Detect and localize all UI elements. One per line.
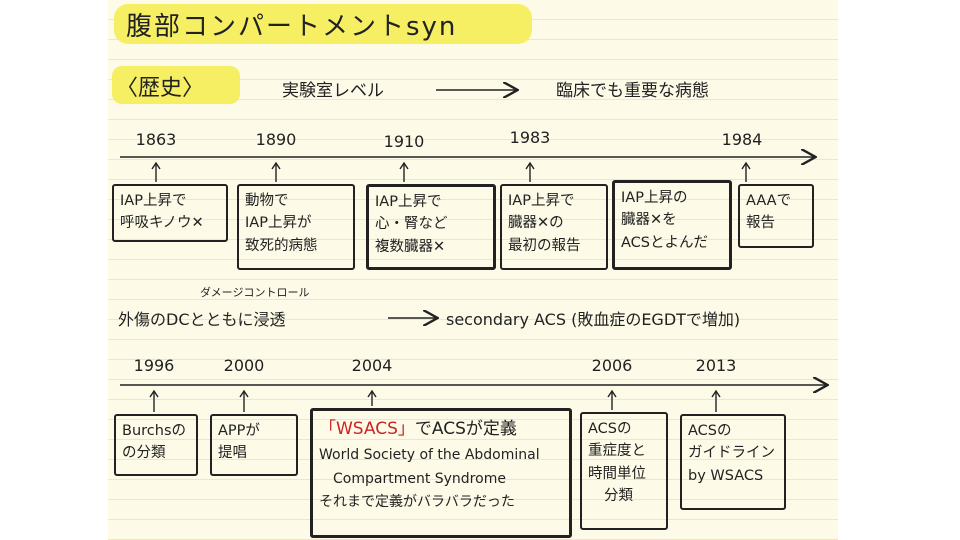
connector-arrowhead [741,161,751,170]
event-box-acs-naming: IAP上昇の 臓器✕を ACSとよんだ [612,180,732,270]
event-line: Compartment Syndrome [333,470,506,487]
page-title: 腹部コンパートメントsyn [126,12,458,42]
event-line: 呼吸キノウ✕ [120,215,204,232]
event-line: 分類 [604,488,633,505]
history-tag: 〈歴史〉 [116,76,205,101]
year-label: 2006 [591,356,633,375]
event-box-1910: IAP上昇で 心・腎など 複数臓器✕ [366,184,496,270]
event-line: 心・腎など [375,216,448,233]
event-box-2013: ACSの ガイドライン by WSACS [680,414,786,510]
event-line: IAP上昇の [621,190,688,206]
connector-arrowhead [607,389,617,398]
connector-arrowhead [149,389,159,398]
event-line: APPが [218,423,260,439]
event-line: 複数臓器✕ [375,238,446,255]
event-line: by WSACS [688,467,764,484]
event-line: ACSとよんだ [621,234,708,251]
event-line: の分類 [122,445,166,462]
event-line: IAP上昇で [508,193,575,209]
connector-arrowhead [271,161,281,170]
connector-arrowhead [151,161,161,170]
event-line: 最初の報告 [508,237,581,254]
year-label: 1890 [255,130,297,149]
event-line: 時間単位 [588,465,646,482]
wsacs-highlight: 「WSACS」 [319,419,415,439]
year-label: 2013 [695,356,737,375]
event-line-rest: でACSが定義 [414,419,517,439]
year-label: 1983 [509,128,551,147]
event-box-2000: APPが 提唱 [210,414,298,476]
year-label: 1996 [133,356,175,375]
flow-right-label: 臨床でも重要な病態 [556,81,709,101]
event-box-1996: Burchsの の分類 [114,414,198,476]
event-line: それまで定義がバラバラだった [319,494,515,511]
event-line: IAP上昇で [120,193,187,209]
event-line: 重症度と [588,443,646,460]
event-line: 臓器✕を [621,212,677,229]
year-label: 2000 [223,356,265,375]
middle-right-text: secondary ACS (敗血症のEGDTで増加) [446,310,741,329]
event-line: 動物で [245,193,289,209]
connector-arrowhead [239,389,249,398]
connector-arrowhead [525,161,535,170]
event-line: World Society of the Abdominal [319,446,540,463]
middle-left-text: 外傷のDCとともに浸透 [118,310,286,329]
event-line: 報告 [746,215,775,232]
event-box-1983: IAP上昇で 臓器✕の 最初の報告 [500,184,608,270]
event-box-2004: 「WSACS」でACSが定義 World Society of the Abdo… [310,408,572,538]
event-line: ACSの [588,421,632,437]
event-line: 致死的病態 [245,237,318,254]
year-label: 2004 [351,356,393,375]
connector-arrowhead [711,389,721,398]
year-label: 1910 [383,132,425,151]
event-line: 臓器✕の [508,215,564,232]
event-line: Burchsの [122,423,186,439]
event-line: ACSの [688,423,732,439]
title-highlight [114,4,532,44]
event-line: ガイドライン [688,445,775,462]
year-label: 1984 [721,130,763,149]
year-label: 1863 [135,130,177,149]
event-box-1863: IAP上昇で 呼吸キノウ✕ [112,184,228,242]
event-line: AAAで [746,193,792,209]
event-line: 「WSACS」でACSが定義 [319,415,563,444]
flow-left-label: 実験室レベル [282,81,384,101]
event-line: 提唱 [218,445,247,462]
connector-arrowhead [399,161,409,170]
event-box-2006: ACSの 重症度と 時間単位 分類 [580,412,668,530]
event-box-1984: AAAで 報告 [738,184,814,248]
event-box-1890: 動物で IAP上昇が 致死的病態 [237,184,355,270]
damage-control-annotation: ダメージコントロール [200,286,310,299]
connector-arrowhead [367,389,377,398]
event-line: IAP上昇が [245,215,312,232]
history-highlight [112,66,240,104]
event-line: IAP上昇で [375,194,442,210]
